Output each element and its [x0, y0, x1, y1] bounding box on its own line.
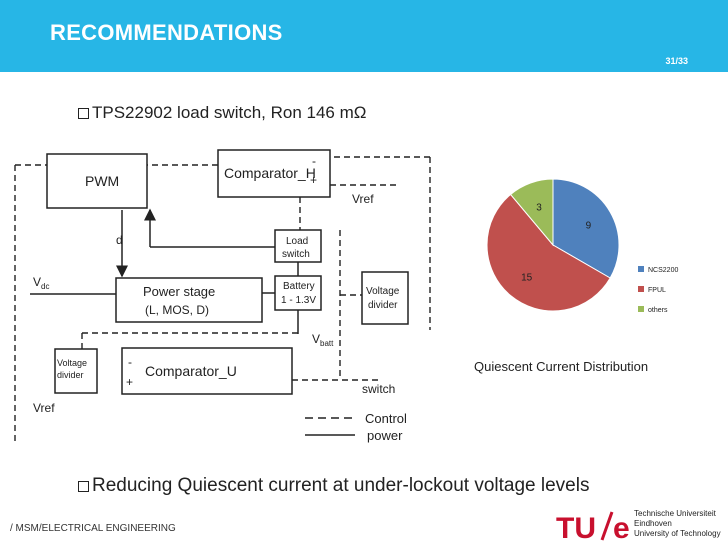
- legend-entry: NCS2200: [648, 267, 678, 274]
- left-divider-box: [54, 348, 98, 394]
- pie-data-label: 15: [521, 272, 533, 283]
- comparator-u-box: [121, 347, 293, 395]
- load-label-1: Load: [286, 236, 308, 247]
- battery-voltage: 1 - 1.3V: [281, 295, 316, 306]
- chart-caption: Quiescent Current Distribution: [474, 359, 649, 374]
- checkbox-bullet-icon: [78, 481, 89, 492]
- left-divider-label-2: divider: [57, 370, 84, 380]
- tue-logo: TU e: [556, 511, 630, 542]
- divider-label-2: divider: [368, 300, 398, 311]
- department-label: / MSM/ELECTRICAL ENGINEERING: [10, 523, 176, 534]
- divider-label-1: Voltage: [366, 286, 400, 297]
- power-stage-label: Power stage: [143, 284, 215, 299]
- comp-u-plus: +: [126, 375, 133, 389]
- bullet-text: TPS22902 load switch, Ron 146 mΩ: [92, 103, 367, 122]
- comparator-h-label: Comparator_H: [224, 165, 316, 181]
- pie-slice-fpul: [486, 193, 611, 312]
- voltage-divider-box: [361, 271, 409, 325]
- pie-data-label: 3: [536, 203, 542, 214]
- legend-control: Control: [365, 411, 407, 426]
- header-bar: RECOMMENDATIONS 31/33: [0, 0, 728, 72]
- checkbox-bullet-icon: [78, 108, 89, 119]
- vref-top-label: Vref: [352, 192, 374, 206]
- load-label-2: switch: [282, 249, 310, 260]
- comp-u-minus: -: [128, 355, 132, 369]
- power-stage-sub: (L, MOS, D): [145, 303, 209, 317]
- switch-label: switch: [362, 382, 395, 396]
- bullet-text: Reducing Quiescent current at under-lock…: [92, 475, 590, 496]
- university-line-3: University of Technology: [634, 529, 721, 538]
- pie-slice-others: [509, 178, 554, 247]
- vdc-label: Vdc: [33, 275, 49, 291]
- bullet-quiescent: Reducing Quiescent current at under-lock…: [78, 475, 589, 497]
- pie-data-label: 9: [586, 221, 592, 232]
- legend-swatch: [638, 306, 644, 312]
- legend-entry: FPUL: [648, 287, 666, 294]
- pwm-box: [46, 153, 148, 209]
- page-title: RECOMMENDATIONS: [50, 20, 283, 45]
- d-label: d: [116, 233, 123, 247]
- university-name: Technische Universiteit Eindhoven Univer…: [634, 509, 721, 539]
- vref-bottom-label: Vref: [33, 401, 55, 415]
- left-divider-label-1: Voltage: [57, 358, 87, 368]
- legend-swatch: [638, 266, 644, 272]
- pwm-label: PWM: [85, 173, 119, 189]
- legend-power: power: [367, 428, 403, 443]
- vbatt-label: Vbatt: [312, 332, 334, 348]
- block-diagram: PWM Comparator_H - + Vref d Load switch …: [14, 149, 431, 445]
- logo-tu: TU: [556, 512, 596, 542]
- comparator-u-label: Comparator_U: [145, 363, 237, 379]
- university-line-1: Technische Universiteit: [634, 509, 716, 518]
- university-line-2: Eindhoven: [634, 519, 672, 528]
- legend-swatch: [638, 286, 644, 292]
- comparator-h-box: [217, 149, 331, 198]
- page-number: 31/33: [665, 56, 688, 66]
- power-stage-box: [115, 277, 263, 323]
- logo-e: e: [613, 512, 630, 542]
- bullet-load-switch: TPS22902 load switch, Ron 146 mΩ: [78, 103, 366, 123]
- legend-entry: others: [648, 307, 668, 314]
- comp-h-plus: +: [310, 173, 317, 187]
- pie-slice-ncs2200: [552, 178, 620, 279]
- comp-h-minus: -: [312, 154, 316, 168]
- battery-label: Battery: [283, 281, 315, 292]
